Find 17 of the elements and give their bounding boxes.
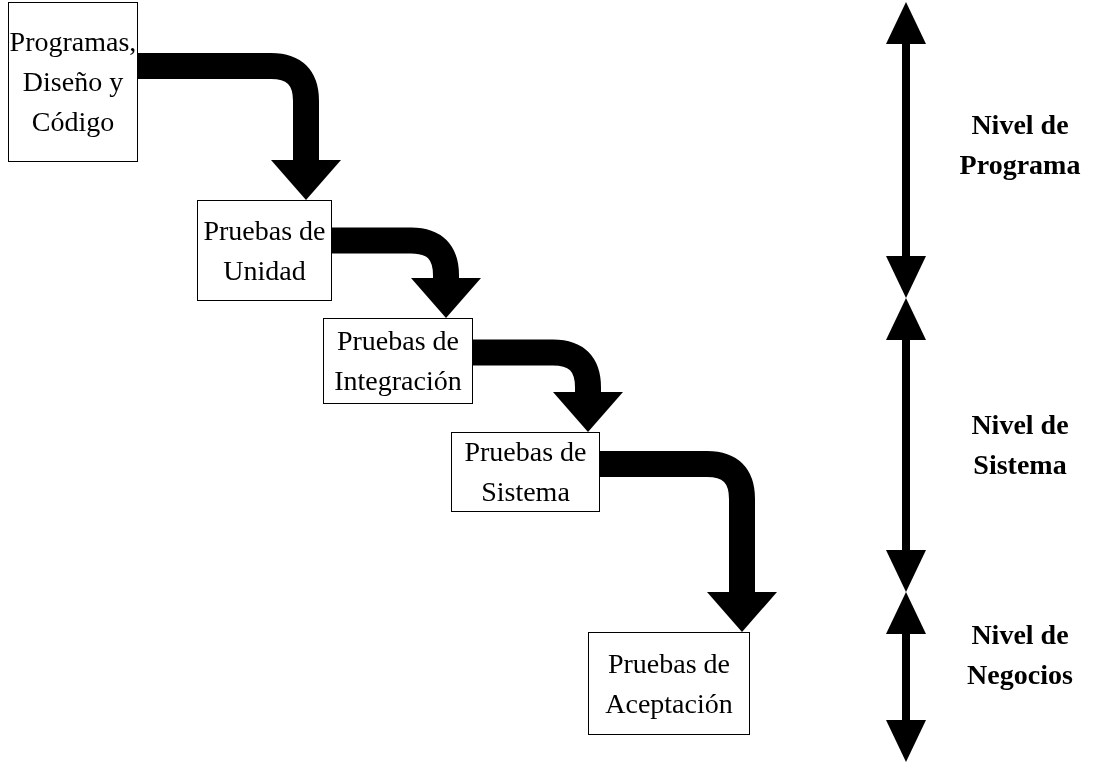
box-label: Pruebas de Integración bbox=[333, 324, 463, 398]
level-label: Nivel de Sistema bbox=[970, 408, 1070, 482]
box-label: Pruebas de Unidad bbox=[202, 213, 327, 288]
process-box bbox=[8, 2, 138, 162]
process-box bbox=[451, 432, 600, 512]
box-label: Programas, Diseño y Código bbox=[9, 25, 137, 139]
curved-arrow bbox=[600, 451, 777, 632]
level-label: Nivel de Negocios bbox=[966, 618, 1074, 692]
process-box bbox=[197, 200, 332, 301]
curved-arrow bbox=[332, 227, 481, 318]
process-box bbox=[323, 318, 473, 404]
curved-arrow bbox=[138, 53, 341, 200]
box-label: Pruebas de Aceptación bbox=[604, 646, 734, 721]
box-label: Pruebas de Sistema bbox=[463, 435, 588, 509]
level-label: Nivel de Programa bbox=[958, 108, 1082, 182]
curved-arrow bbox=[473, 339, 623, 432]
process-box bbox=[588, 632, 750, 735]
